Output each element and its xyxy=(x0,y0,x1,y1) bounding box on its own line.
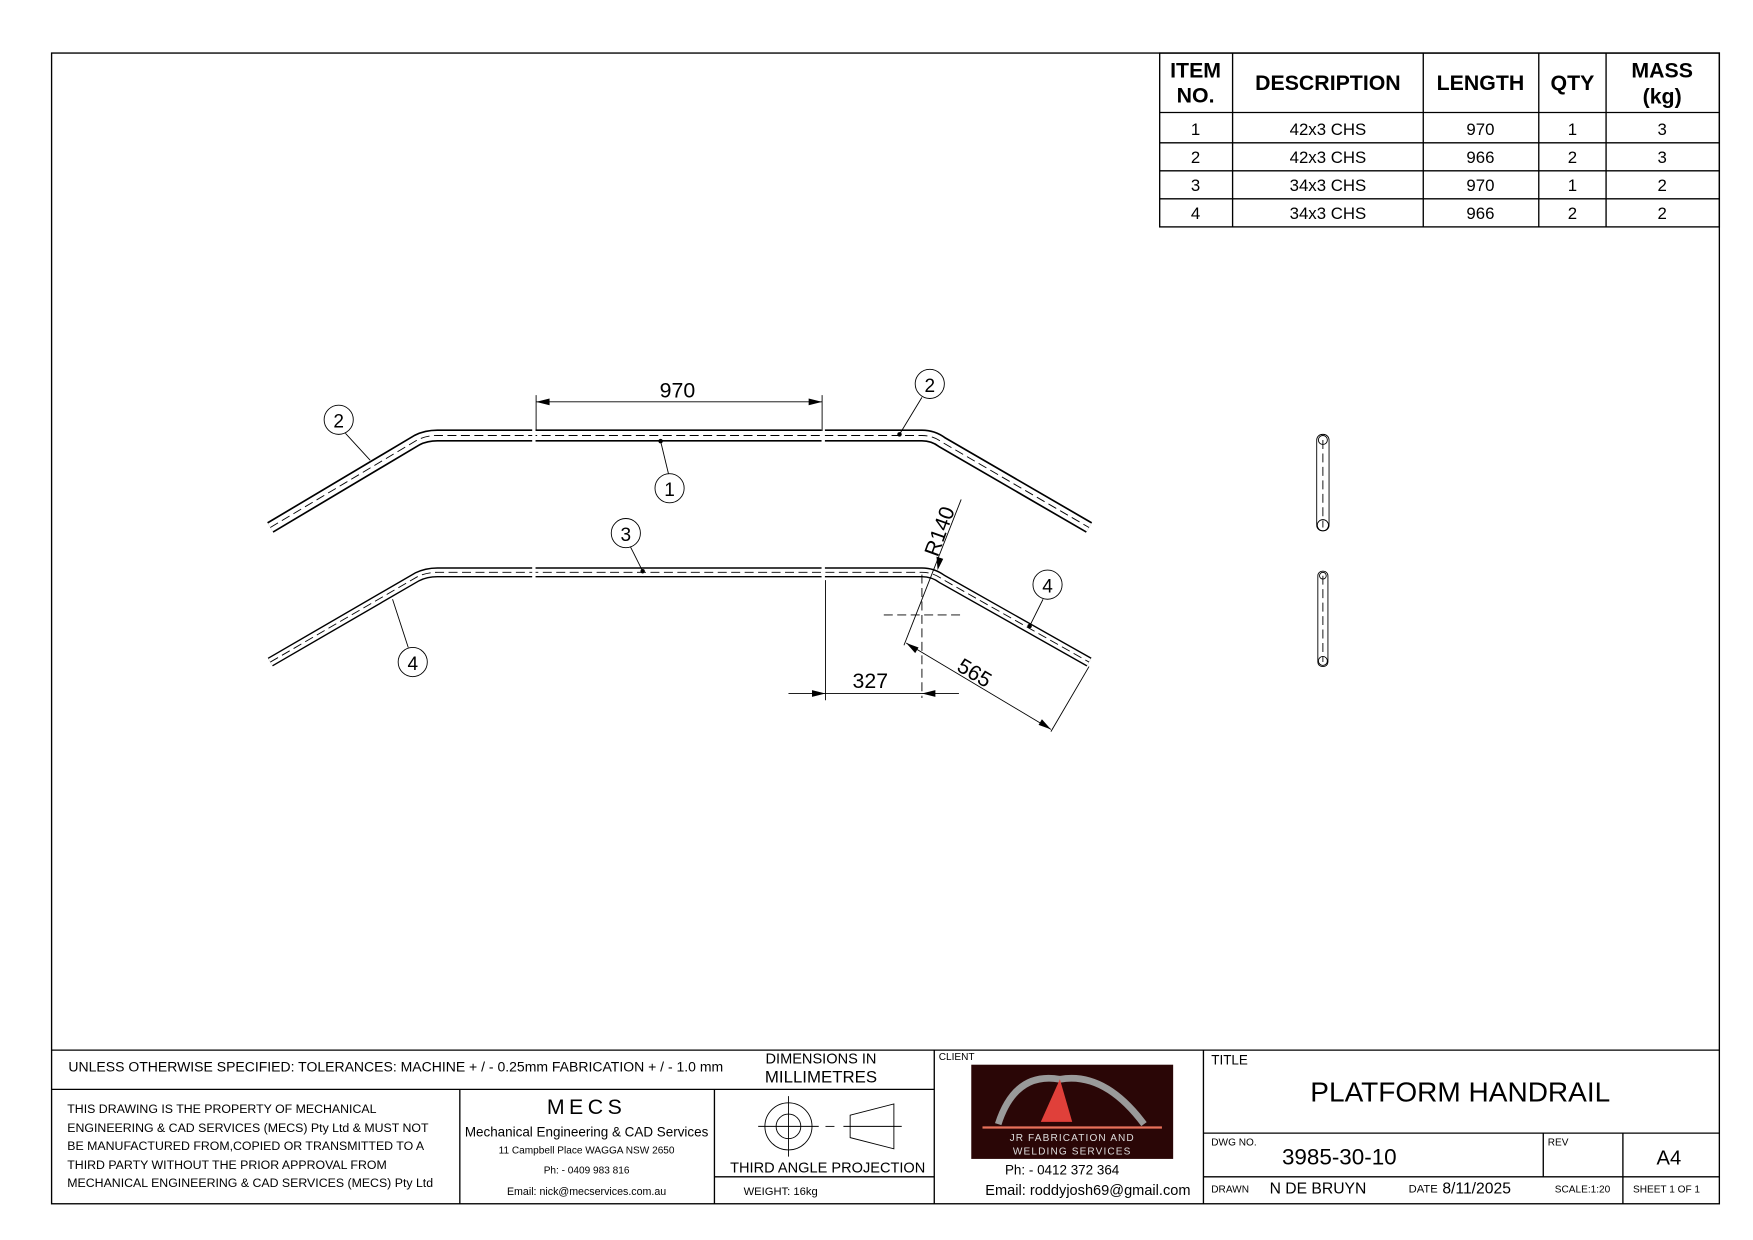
side-view-lower-rail xyxy=(1317,570,1329,667)
date-label: DATE xyxy=(1409,1184,1438,1196)
date: 8/11/2025 xyxy=(1442,1181,1511,1198)
bom-description: 42x3 CHS xyxy=(1290,120,1367,139)
dimensions-unit: MILLIMETRES xyxy=(765,1068,877,1087)
bom-header-mass-unit: (kg) xyxy=(1643,85,1682,109)
bill-of-materials: ITEM NO. DESCRIPTION LENGTH QTY MASS (kg… xyxy=(1159,52,1721,228)
svg-text:4: 4 xyxy=(407,654,418,675)
bom-row: 4 34x3 CHS 966 2 2 xyxy=(1191,204,1667,223)
bom-row: 2 42x3 CHS 966 2 3 xyxy=(1191,148,1667,167)
bom-length: 970 xyxy=(1466,120,1494,139)
svg-text:THIRD PARTY WITHOUT THE PRIOR: THIRD PARTY WITHOUT THE PRIOR APPROVAL F… xyxy=(67,1158,386,1172)
svg-text:THIS DRAWING IS THE PROPERTY O: THIS DRAWING IS THE PROPERTY OF MECHANIC… xyxy=(67,1102,376,1116)
svg-text:MECHANICAL ENGINEERING & CAD S: MECHANICAL ENGINEERING & CAD SERVICES (M… xyxy=(67,1176,433,1190)
client-label: CLIENT xyxy=(939,1052,975,1063)
bom-qty: 2 xyxy=(1568,204,1577,223)
bom-header-item-no: NO. xyxy=(1177,83,1215,107)
balloon-1: 1 xyxy=(654,438,685,504)
projection-label: THIRD ANGLE PROJECTION xyxy=(730,1160,925,1176)
dimension-970: 970 xyxy=(535,378,823,432)
weight: WEIGHT: 16kg xyxy=(744,1186,818,1198)
client-phone: Ph: - 0412 372 364 xyxy=(1005,1163,1120,1178)
svg-text:Email: nick@mecservices.com.au: Email: nick@mecservices.com.au xyxy=(507,1186,666,1198)
svg-text:Ph: - 0409 983 816: Ph: - 0409 983 816 xyxy=(544,1165,630,1176)
dimension-327: 327 xyxy=(788,580,959,701)
tolerance-note: UNLESS OTHERWISE SPECIFIED: TOLERANCES: … xyxy=(68,1058,723,1074)
svg-text:2: 2 xyxy=(924,376,935,397)
svg-text:327: 327 xyxy=(853,669,889,693)
balloon-2-upper-left: 2 xyxy=(323,404,371,461)
third-angle-projection-icon xyxy=(758,1096,902,1157)
sheet-size: A4 xyxy=(1657,1148,1682,1170)
svg-text:970: 970 xyxy=(660,378,696,402)
mecs-logo: MECS xyxy=(547,1095,626,1119)
svg-text:3: 3 xyxy=(621,525,632,546)
scale: SCALE:1:20 xyxy=(1555,1185,1611,1196)
bom-length: 966 xyxy=(1466,204,1494,223)
svg-text:2: 2 xyxy=(333,412,344,433)
bom-header-mass: MASS xyxy=(1631,59,1693,83)
drawing-title: PLATFORM HANDRAIL xyxy=(1310,1077,1610,1108)
balloon-4-lower-left: 4 xyxy=(392,599,428,678)
sheet-border xyxy=(50,52,1721,1205)
bom-header-item: ITEM xyxy=(1170,59,1221,83)
side-view-upper-rail xyxy=(1316,433,1330,532)
dwg-no-label: DWG NO. xyxy=(1211,1137,1256,1148)
balloon-2-upper-right: 2 xyxy=(897,368,945,437)
bom-header-qty: QTY xyxy=(1551,71,1595,95)
svg-text:565: 565 xyxy=(953,654,996,693)
bom-item: 1 xyxy=(1191,120,1200,139)
bom-description: 34x3 CHS xyxy=(1290,204,1367,223)
sheet-number: SHEET 1 OF 1 xyxy=(1633,1185,1700,1196)
svg-text:ENGINEERING & CAD SERVICES (ME: ENGINEERING & CAD SERVICES (MECS) Pty Lt… xyxy=(67,1121,429,1135)
dimension-565: 565 xyxy=(905,642,1090,732)
bom-qty: 1 xyxy=(1568,176,1577,195)
bom-item: 4 xyxy=(1191,204,1200,223)
property-notice: THIS DRAWING IS THE PROPERTY OF MECHANIC… xyxy=(67,1102,433,1190)
company-details: MECS Mechanical Engineering & CAD Servic… xyxy=(465,1095,709,1198)
svg-text:11 Campbell Place WAGGA NSW 26: 11 Campbell Place WAGGA NSW 2650 xyxy=(499,1145,675,1156)
dimensions-label: DIMENSIONS IN xyxy=(765,1052,876,1068)
bom-header-description: DESCRIPTION xyxy=(1255,71,1401,95)
bom-qty: 1 xyxy=(1568,120,1577,139)
rev-label: REV xyxy=(1548,1137,1569,1148)
svg-text:4: 4 xyxy=(1042,577,1053,598)
svg-text:BE MANUFACTURED FROM,COPIED OR: BE MANUFACTURED FROM,COPIED OR TRANSMITT… xyxy=(67,1139,425,1153)
client-logo: JR FABRICATION AND WELDING SERVICES xyxy=(971,1064,1174,1159)
svg-text:WELDING SERVICES: WELDING SERVICES xyxy=(1013,1146,1132,1157)
bom-mass: 3 xyxy=(1657,148,1666,167)
bom-mass: 2 xyxy=(1657,204,1666,223)
dimension-r140: R140 xyxy=(883,499,963,698)
balloon-4-lower-right: 4 xyxy=(1027,569,1063,629)
bom-length: 970 xyxy=(1466,176,1494,195)
svg-text:JR FABRICATION AND: JR FABRICATION AND xyxy=(1010,1133,1135,1144)
drawn-label: DRAWN xyxy=(1211,1185,1249,1196)
bom-header-length: LENGTH xyxy=(1437,71,1525,95)
bom-description: 42x3 CHS xyxy=(1290,148,1367,167)
svg-text:1: 1 xyxy=(664,480,675,501)
drawn-by: N DE BRUYN xyxy=(1270,1181,1367,1198)
svg-text:Mechanical Engineering & CAD S: Mechanical Engineering & CAD Services xyxy=(465,1124,709,1139)
dwg-no: 3985-30-10 xyxy=(1282,1145,1397,1170)
lower-handrail-view xyxy=(267,565,1092,667)
title-label: TITLE xyxy=(1211,1053,1248,1068)
bom-qty: 2 xyxy=(1568,148,1577,167)
client-email: Email: roddyjosh69@gmail.com xyxy=(985,1183,1190,1199)
bom-mass: 2 xyxy=(1657,176,1666,195)
svg-text:R140: R140 xyxy=(920,503,960,559)
bom-mass: 3 xyxy=(1657,120,1666,139)
bom-item: 2 xyxy=(1191,148,1200,167)
bom-row: 3 34x3 CHS 970 1 2 xyxy=(1191,176,1667,195)
balloon-3: 3 xyxy=(610,518,645,574)
bom-row: 1 42x3 CHS 970 1 3 xyxy=(1191,120,1667,139)
title-block: UNLESS OTHERWISE SPECIFIED: TOLERANCES: … xyxy=(51,1049,1720,1204)
bom-item: 3 xyxy=(1191,176,1200,195)
upper-handrail-view xyxy=(267,428,1093,533)
bom-length: 966 xyxy=(1466,148,1494,167)
bom-description: 34x3 CHS xyxy=(1290,176,1367,195)
